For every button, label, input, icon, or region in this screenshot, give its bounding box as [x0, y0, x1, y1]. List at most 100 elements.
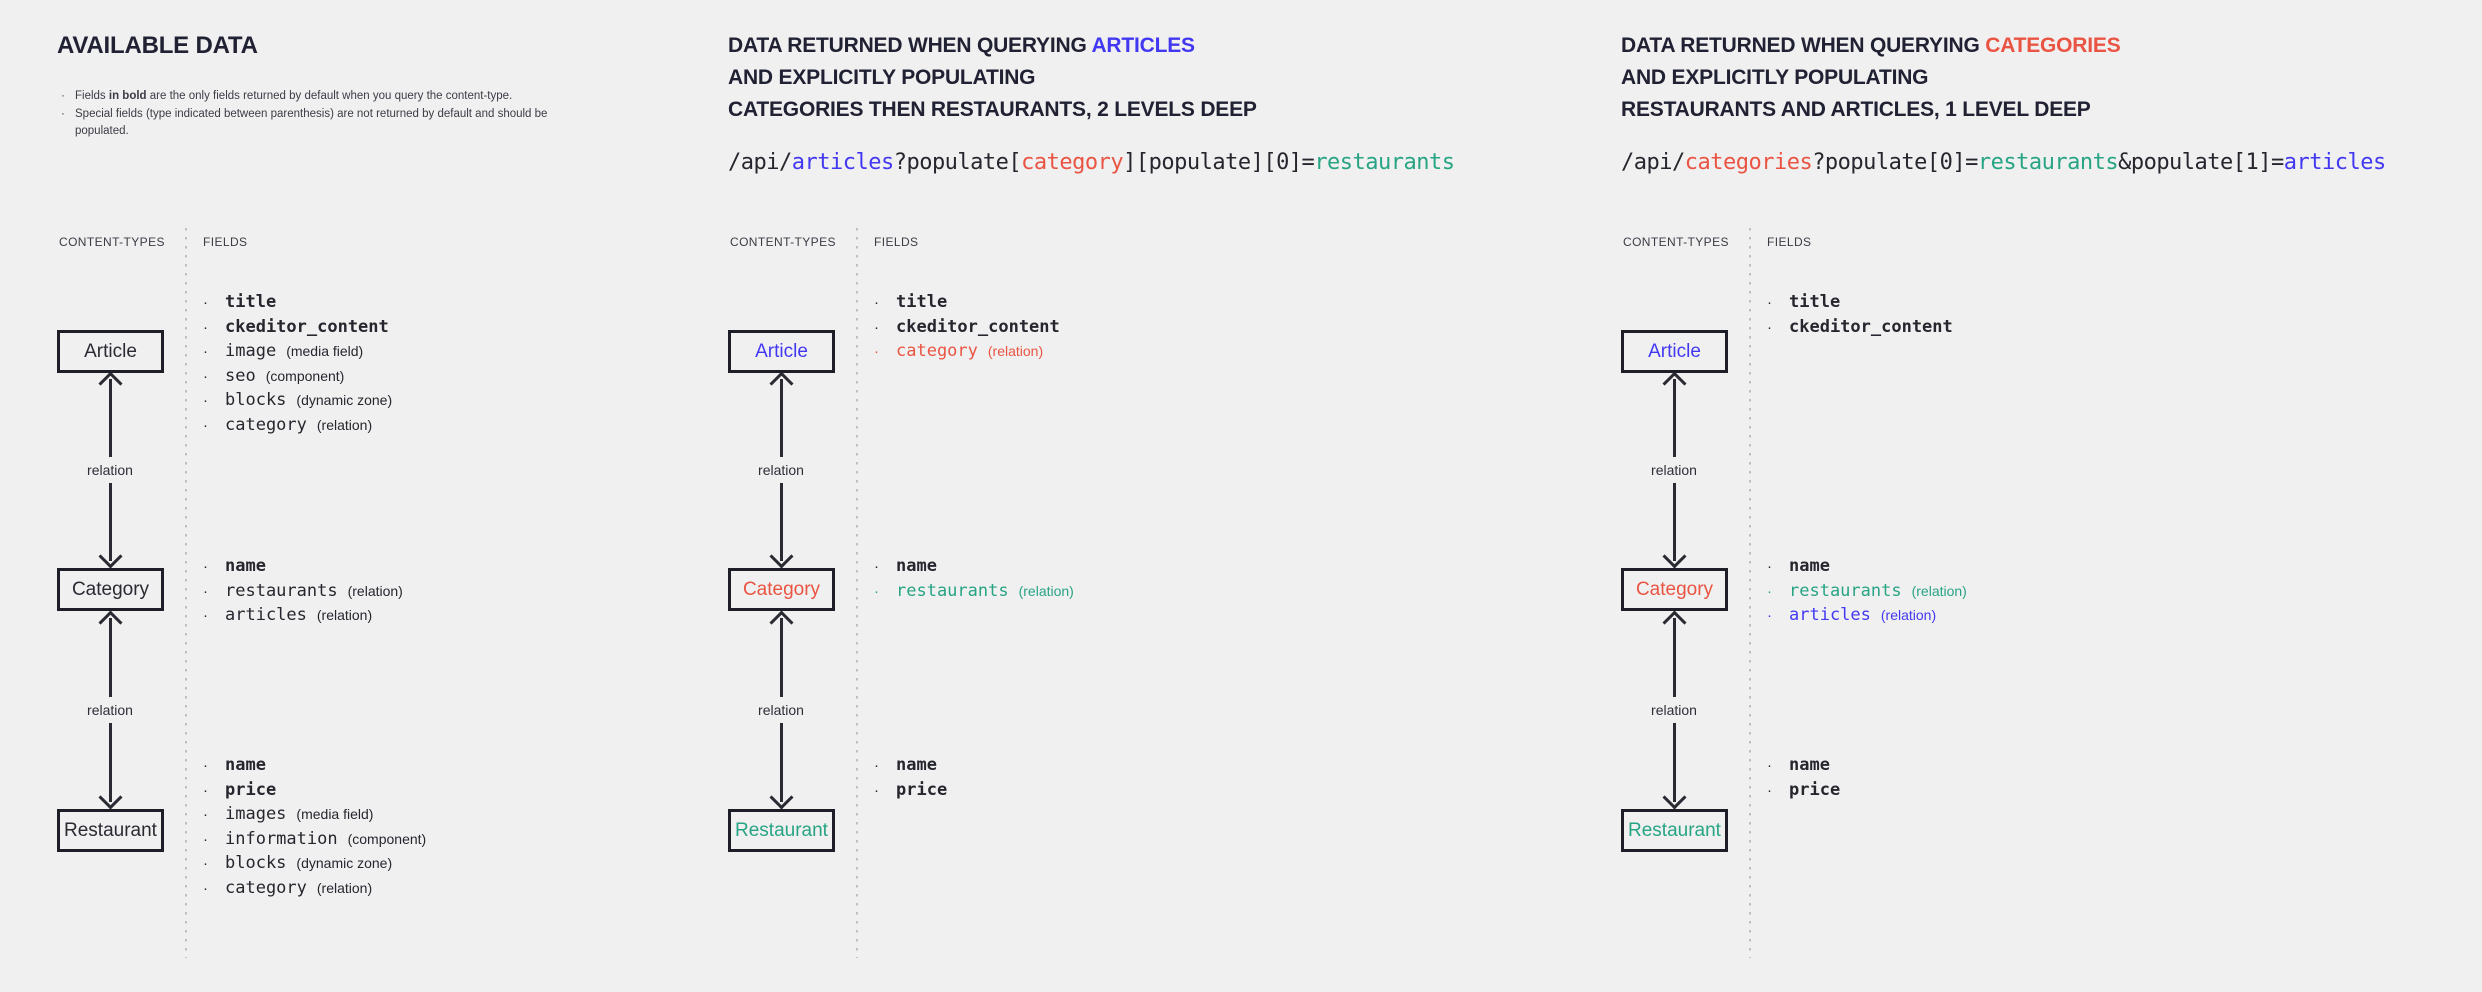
field-name: articles — [1789, 605, 1871, 625]
code-segment-category: category — [1021, 150, 1124, 175]
field-type: (relation) — [347, 582, 403, 599]
relation-label: relation — [751, 457, 811, 483]
code-segment: ?populate[0]= — [1812, 150, 1978, 175]
box-label: Category — [71, 578, 150, 600]
field-item: ·restaurants(relation) — [1767, 581, 2227, 606]
relation-arrow: relation — [728, 610, 835, 810]
field-item: · price — [874, 780, 1334, 805]
field-name: price — [1789, 779, 1841, 800]
field-type: (media field) — [286, 343, 364, 359]
bullet-icon: · — [203, 879, 208, 897]
box-label: Category — [742, 578, 821, 600]
field-item: ·title — [203, 292, 663, 317]
field-name: blocks — [225, 853, 287, 873]
code-segment: ][populate][0]= — [1123, 150, 1315, 175]
title-text: AND EXPLICITLY POPULATING — [728, 66, 1036, 89]
field-type: (relation) — [987, 343, 1044, 359]
field-item: ·articles(relation) — [1767, 605, 2227, 630]
bullet-icon: · — [874, 294, 879, 311]
bullet-icon: · — [203, 318, 208, 336]
relation-arrow: relation — [57, 610, 164, 810]
field-name: ckeditor_content — [225, 316, 389, 337]
bullet-icon: · — [1767, 558, 1772, 575]
bullet-icon: · — [203, 294, 208, 311]
box-label: Article — [755, 340, 808, 362]
note-text-plain: are the only fields returned by default … — [146, 90, 513, 102]
note-text-plain: Fields — [75, 90, 109, 102]
field-name: name — [225, 755, 266, 775]
field-name: price — [896, 779, 948, 800]
field-name: ckeditor_content — [896, 316, 1060, 337]
bullet-icon: · — [874, 318, 879, 336]
content-type-box-restaurant: Restaurant — [1621, 809, 1728, 852]
relation-label: relation — [751, 697, 811, 723]
field-item: ·image(media field) — [203, 341, 663, 366]
title-text: CATEGORIES THEN RESTAURANTS, 2 LEVELS DE… — [728, 98, 1257, 121]
field-item: ·title — [874, 292, 1334, 317]
content-type-box-article: Article — [57, 330, 164, 373]
dotted-divider — [856, 228, 858, 958]
fields-column-label: FIELDS — [203, 235, 248, 249]
title-text: RESTAURANTS AND ARTICLES, 1 LEVEL DEEP — [1621, 98, 2091, 121]
field-item: ·price — [1767, 780, 2227, 805]
bullet-icon: · — [203, 367, 208, 385]
field-item: ·name — [203, 755, 663, 780]
field-name: price — [225, 779, 277, 800]
field-item: ·category(relation) — [203, 415, 663, 440]
field-type: (dynamic zone) — [296, 392, 393, 408]
field-item: · name — [1767, 556, 2227, 581]
content-types-column-label: CONTENT-TYPES — [1623, 235, 1729, 249]
field-name: name — [225, 556, 266, 576]
field-item: ·restaurants(relation) — [203, 581, 663, 606]
arrowhead-down-icon — [769, 785, 794, 810]
arrowhead-down-icon — [98, 785, 123, 810]
arrowhead-up-icon — [1662, 610, 1687, 635]
box-label: Category — [1635, 578, 1714, 600]
bullet-icon: · — [203, 582, 208, 600]
content-types-column-label: CONTENT-TYPES — [730, 235, 836, 249]
relation-label: relation — [1644, 457, 1704, 483]
content-type-box-article: Article — [728, 330, 835, 373]
bullet-icon: · — [874, 582, 879, 600]
field-name: name — [896, 556, 937, 576]
content-type-box-category: Category — [1621, 568, 1728, 611]
field-item: ·ckeditor_content — [1767, 317, 2227, 342]
api-query-url: /api/categories?populate[0]=restaurants&… — [1621, 150, 2386, 175]
field-name: name — [1789, 556, 1830, 576]
field-item: ·information(component) — [203, 829, 663, 854]
title-text: AND EXPLICITLY POPULATING — [1621, 66, 1929, 89]
field-name: articles — [225, 605, 307, 625]
api-query-url: /api/articles?populate[category][populat… — [728, 150, 1455, 175]
field-item: ·title — [1767, 292, 2227, 317]
note-text: Special fields (type indicated between p… — [75, 107, 548, 138]
content-type-box-article: Article — [1621, 330, 1728, 373]
dotted-divider — [185, 228, 187, 958]
field-name: restaurants — [1789, 580, 1902, 601]
field-name: category — [225, 877, 307, 898]
bullet-icon: · — [874, 558, 879, 575]
field-type: (media field) — [296, 806, 374, 822]
bullet-icon: · — [203, 806, 208, 823]
field-item: · name — [874, 556, 1334, 581]
relation-label: relation — [80, 697, 140, 723]
title-keyword-articles: ARTICLES — [1091, 34, 1195, 57]
panel-querying-articles: DATA RETURNED WHEN QUERYING ARTICLES AND… — [728, 0, 1578, 992]
field-item: ·blocks(dynamic zone) — [203, 390, 663, 415]
field-name: seo — [225, 365, 256, 386]
code-segment-articles: articles — [2283, 150, 2386, 175]
bullet-icon: · — [61, 107, 65, 120]
bullet-icon: · — [203, 607, 208, 624]
field-type: (relation) — [1880, 607, 1937, 623]
bullet-icon: · — [61, 90, 65, 102]
field-type: (relation) — [316, 607, 373, 623]
bullet-icon: · — [1767, 318, 1772, 336]
field-name: name — [896, 755, 937, 775]
code-segment: &populate[1]= — [2118, 150, 2284, 175]
field-item: · ckeditor_content — [203, 317, 663, 342]
content-type-box-restaurant: Restaurant — [57, 809, 164, 852]
arrowhead-up-icon — [769, 371, 794, 396]
field-name: category — [896, 341, 978, 361]
relation-label: relation — [80, 457, 140, 483]
bullet-icon: · — [874, 781, 879, 799]
panel-querying-categories: DATA RETURNED WHEN QUERYING CATEGORIES A… — [1621, 0, 2471, 992]
